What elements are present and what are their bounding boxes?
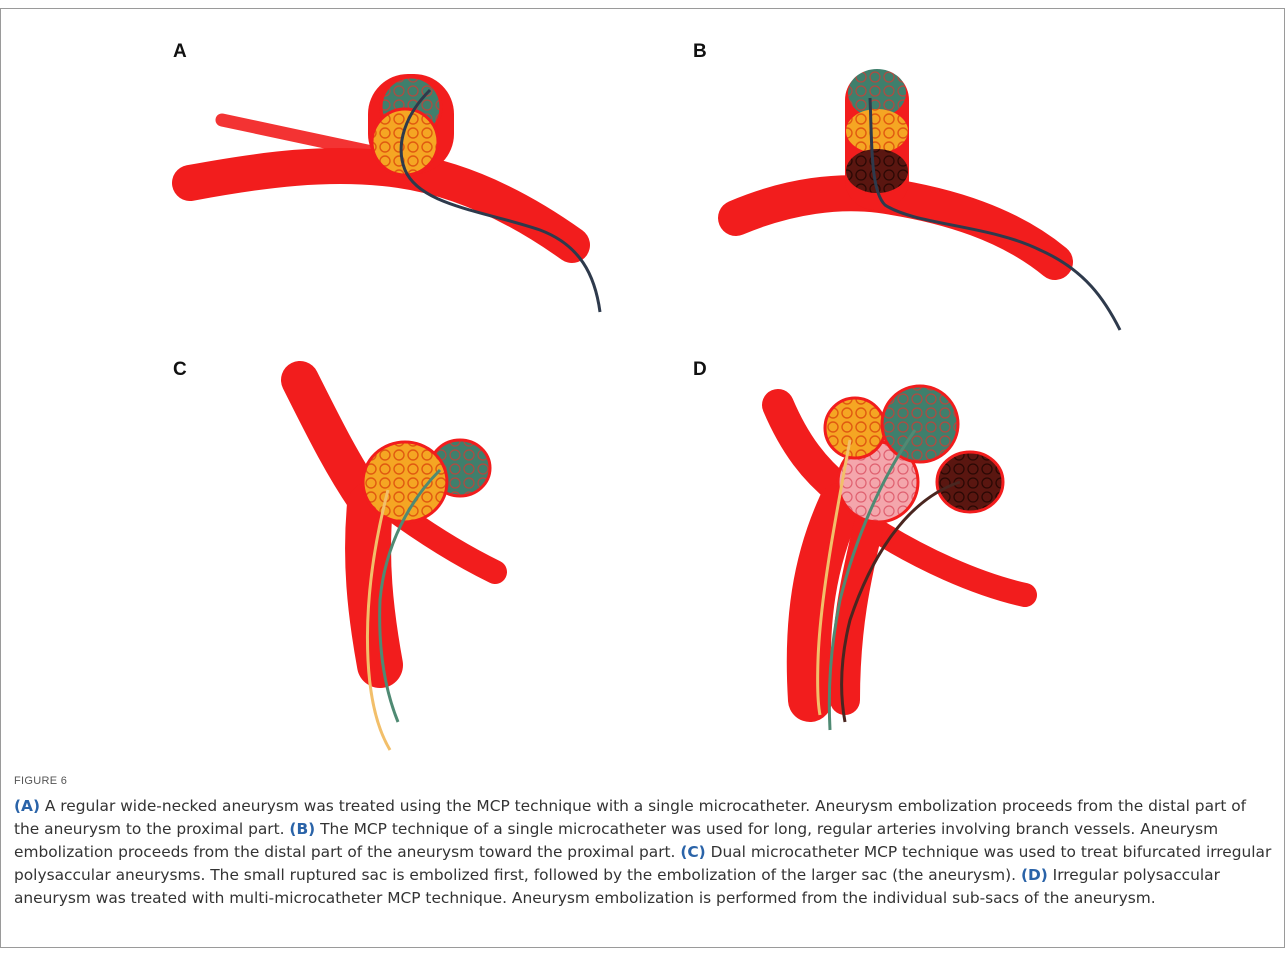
aneurysm-sac bbox=[368, 74, 454, 175]
figure-illustration bbox=[0, 0, 1287, 770]
sub-sac-green bbox=[882, 386, 958, 462]
panel-label-b: B bbox=[693, 41, 707, 63]
caption-tag-b: (B) bbox=[289, 820, 315, 838]
panel-b-illustration bbox=[736, 69, 1120, 330]
panel-label-d: D bbox=[693, 359, 707, 381]
side-branch bbox=[860, 520, 1025, 595]
panel-label-a: A bbox=[173, 41, 187, 63]
caption-tag-a: (A) bbox=[14, 797, 40, 815]
panel-a-illustration bbox=[190, 74, 600, 312]
figure-label: FIGURE 6 bbox=[14, 775, 67, 787]
small-branch-vessel bbox=[222, 120, 372, 152]
caption-tag-c: (C) bbox=[680, 843, 705, 861]
figure-caption: (A) A regular wide-necked aneurysm was t… bbox=[14, 795, 1276, 910]
sub-sac-dark bbox=[937, 452, 1003, 512]
panel-c-illustration bbox=[300, 380, 495, 750]
panel-d-illustration bbox=[778, 386, 1025, 730]
curved-segment bbox=[845, 520, 870, 700]
sub-sac-orange bbox=[825, 398, 885, 458]
parent-artery bbox=[190, 166, 572, 245]
caption-tag-d: (D) bbox=[1021, 866, 1048, 884]
panel-label-c: C bbox=[173, 359, 187, 381]
large-sac bbox=[363, 442, 447, 522]
